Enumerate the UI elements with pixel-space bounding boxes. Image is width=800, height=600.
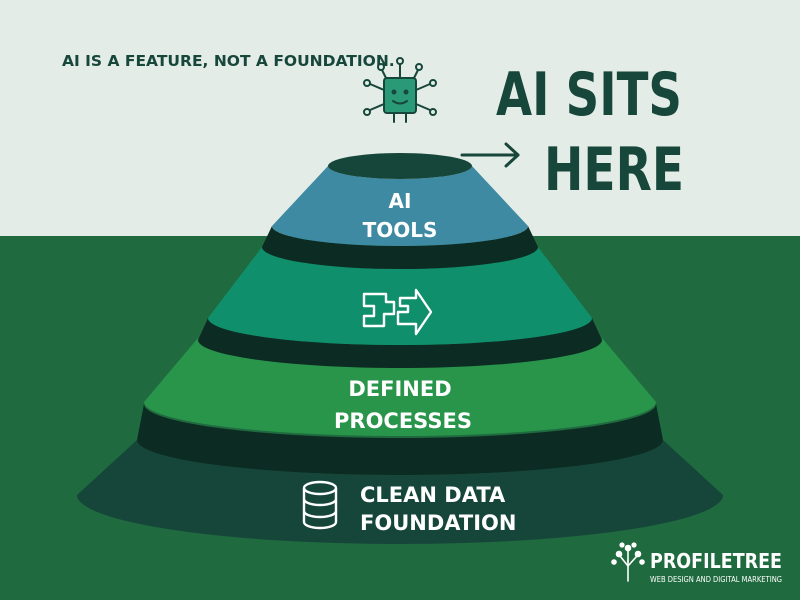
database-icon: [302, 480, 338, 530]
tier-ai-tools: [272, 166, 528, 246]
layer-clean-data-line2: FOUNDATION: [360, 511, 516, 535]
tier-clean-data-foundation: [77, 440, 723, 544]
tree-logo-icon: [611, 542, 645, 582]
tagline: AI IS A FEATURE, NOT A FOUNDATION.: [62, 52, 395, 70]
headline-line1: AI SITS: [496, 60, 682, 130]
layer-defined-processes-line1: DEFINED: [348, 377, 451, 401]
tier-divider: [137, 404, 663, 475]
robot-chip-icon: [363, 57, 437, 123]
layer-defined-processes-line2: PROCESSES: [334, 409, 472, 433]
layer-clean-data-line1: CLEAN DATA: [360, 483, 506, 507]
brand-tagline: WEB DESIGN AND DIGITAL MARKETING: [650, 575, 782, 584]
tier-workflow: [208, 247, 592, 345]
workflow-arrows-icon: [362, 288, 433, 336]
headline-line2: HERE: [544, 135, 684, 205]
layer-ai-tools-line2: TOOLS: [363, 218, 438, 242]
tier-defined-processes: [144, 338, 656, 436]
pyramid-top-opening: [328, 153, 472, 179]
tier-divider: [262, 226, 538, 269]
brand-name: PROFILETREE: [650, 549, 782, 573]
layer-ai-tools-line1: AI: [389, 189, 412, 213]
right-arrow-icon: [460, 142, 520, 168]
tier-divider: [198, 318, 602, 368]
